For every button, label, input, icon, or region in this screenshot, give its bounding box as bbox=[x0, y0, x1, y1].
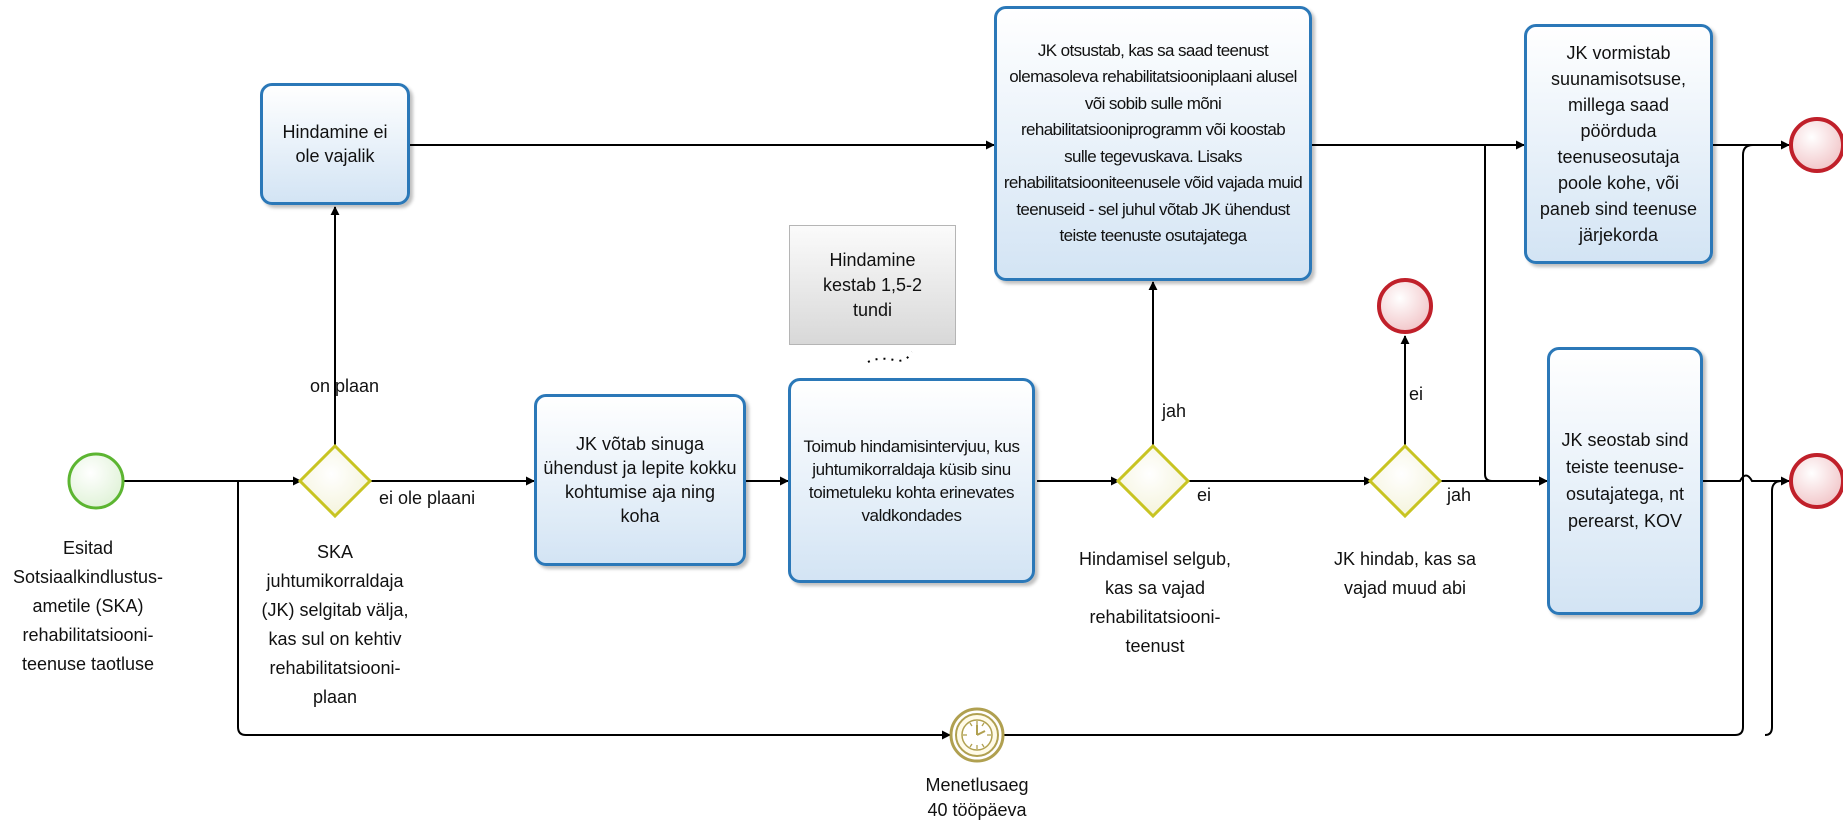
gateway-other-help bbox=[1367, 443, 1443, 519]
gateway-plan bbox=[297, 443, 373, 519]
task-contact-label: JK võtab sinuga ühendust ja lepite kokku… bbox=[543, 434, 737, 526]
timer-event-label: Menetlusaeg 40 tööpäeva bbox=[925, 775, 1029, 820]
timer-event bbox=[949, 707, 1005, 763]
end-event-no-help bbox=[1377, 278, 1433, 334]
task-no-assessment: Hindamine ei ole vajalik bbox=[260, 83, 410, 205]
task-referral: JK vormistab suunamisotsuse, millega saa… bbox=[1524, 24, 1713, 264]
end-event-bottom bbox=[1789, 453, 1843, 509]
start-event bbox=[67, 452, 125, 510]
task-referral-label: JK vormistab suunamisotsuse, millega saa… bbox=[1539, 43, 1698, 245]
flow-start-to-timer-branch bbox=[237, 481, 951, 740]
gateway-plan-label: SKA juhtumikorraldaja (JK) selgitab välj… bbox=[261, 542, 409, 707]
end-event-top bbox=[1789, 117, 1843, 173]
task-interview-label: Toimub hindamisintervjuu, kus juhtumikor… bbox=[803, 436, 1020, 525]
gateway-rehab-yes-label: jah bbox=[1162, 401, 1187, 421]
sequence-flows bbox=[124, 140, 1790, 740]
task-no-assessment-label: Hindamine ei ole vajalik bbox=[282, 122, 388, 166]
gateway-rehab bbox=[1115, 443, 1191, 519]
task-link-label: JK seostab sind teiste teenuse-osutajate… bbox=[1561, 430, 1689, 531]
flow-decide-to-link bbox=[1484, 145, 1548, 486]
gateway-plan-no-label: ei ole plaani bbox=[379, 488, 476, 508]
task-link: JK seostab sind teiste teenuse-osutajate… bbox=[1547, 347, 1703, 615]
annotation-duration: Hindamine kestab 1,5-2 tundi bbox=[789, 225, 956, 345]
gateway-other-yes-label: jah bbox=[1447, 485, 1472, 505]
clock-icon bbox=[961, 719, 993, 751]
task-decide-label: JK otsustab, kas sa saad teenust olemaso… bbox=[1003, 40, 1303, 246]
annotation-duration-label: Hindamine kestab 1,5-2 tundi bbox=[822, 249, 923, 320]
gateway-other-no-label: ei bbox=[1409, 384, 1424, 404]
task-contact: JK võtab sinuga ühendust ja lepite kokku… bbox=[534, 394, 746, 566]
annotation-association bbox=[867, 351, 913, 363]
gateway-rehab-label: Hindamisel selgub, kas sa vajad rehabili… bbox=[1078, 549, 1232, 656]
gateway-rehab-no-label: ei bbox=[1197, 485, 1212, 505]
gateway-other-label: JK hindab, kas sa vajad muud abi bbox=[1333, 549, 1477, 598]
start-event-label: Esitad Sotsiaalkindlustus-ametile (SKA) … bbox=[12, 538, 164, 674]
gateway-plan-yes-label: on plaan bbox=[310, 376, 380, 396]
flow-link-to-end bbox=[1703, 474, 1790, 486]
task-interview: Toimub hindamisintervjuu, kus juhtumikor… bbox=[788, 378, 1035, 583]
flow-timer-to-ends bbox=[1004, 144, 1783, 736]
task-decide: JK otsustab, kas sa saad teenust olemaso… bbox=[994, 6, 1312, 281]
